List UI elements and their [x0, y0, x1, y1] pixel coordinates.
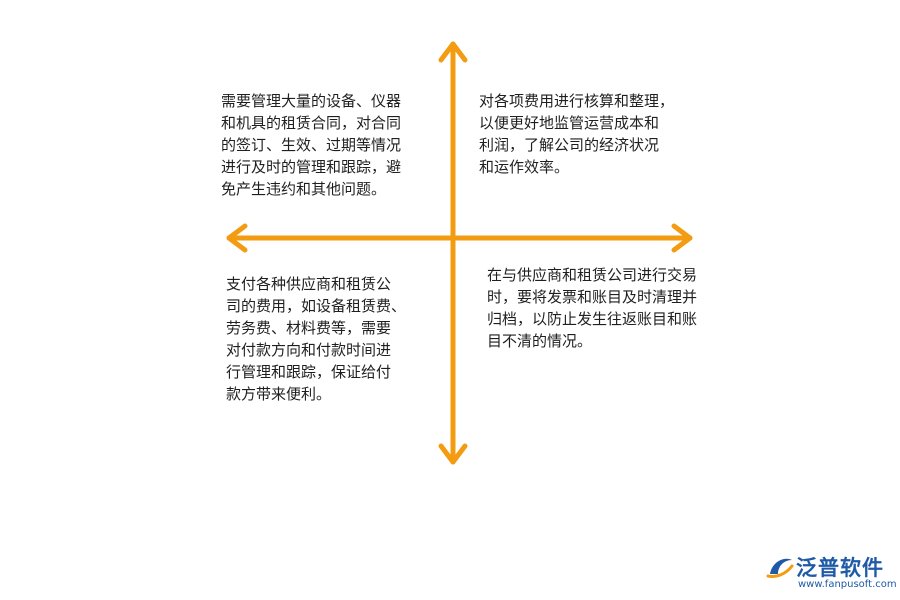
- quadrant-top-right-text: 对各项费用进行核算和整理， 以便更好地监管运营成本和 利润，了解公司的经济状况 …: [479, 92, 675, 176]
- brand-logo: 泛普软件 www.fanpusoft.com: [766, 552, 897, 592]
- logo-url: www.fanpusoft.com: [798, 579, 897, 590]
- arrow-left: [226, 223, 248, 253]
- quadrant-bottom-left-text: 支付各种供应商和租赁公 司的费用，如设备租赁费、 劳务费、材料费等，需要 对付款…: [226, 275, 407, 403]
- logo-name: 泛普软件: [796, 556, 884, 580]
- logo-mark-icon: [766, 558, 794, 578]
- arrow-down: [438, 443, 468, 465]
- quadrant-top-left-text: 需要管理大量的设备、仪器 和机具的租赁合同，对合同 的签订、生效、过期等情况 进…: [221, 92, 402, 198]
- arrow-up: [438, 41, 468, 63]
- quadrant-bottom-right-text: 在与供应商和租赁公司进行交易 时，要将发票和账目及时清理并 归档，以防止发生往返…: [487, 266, 698, 350]
- arrow-right: [671, 223, 693, 253]
